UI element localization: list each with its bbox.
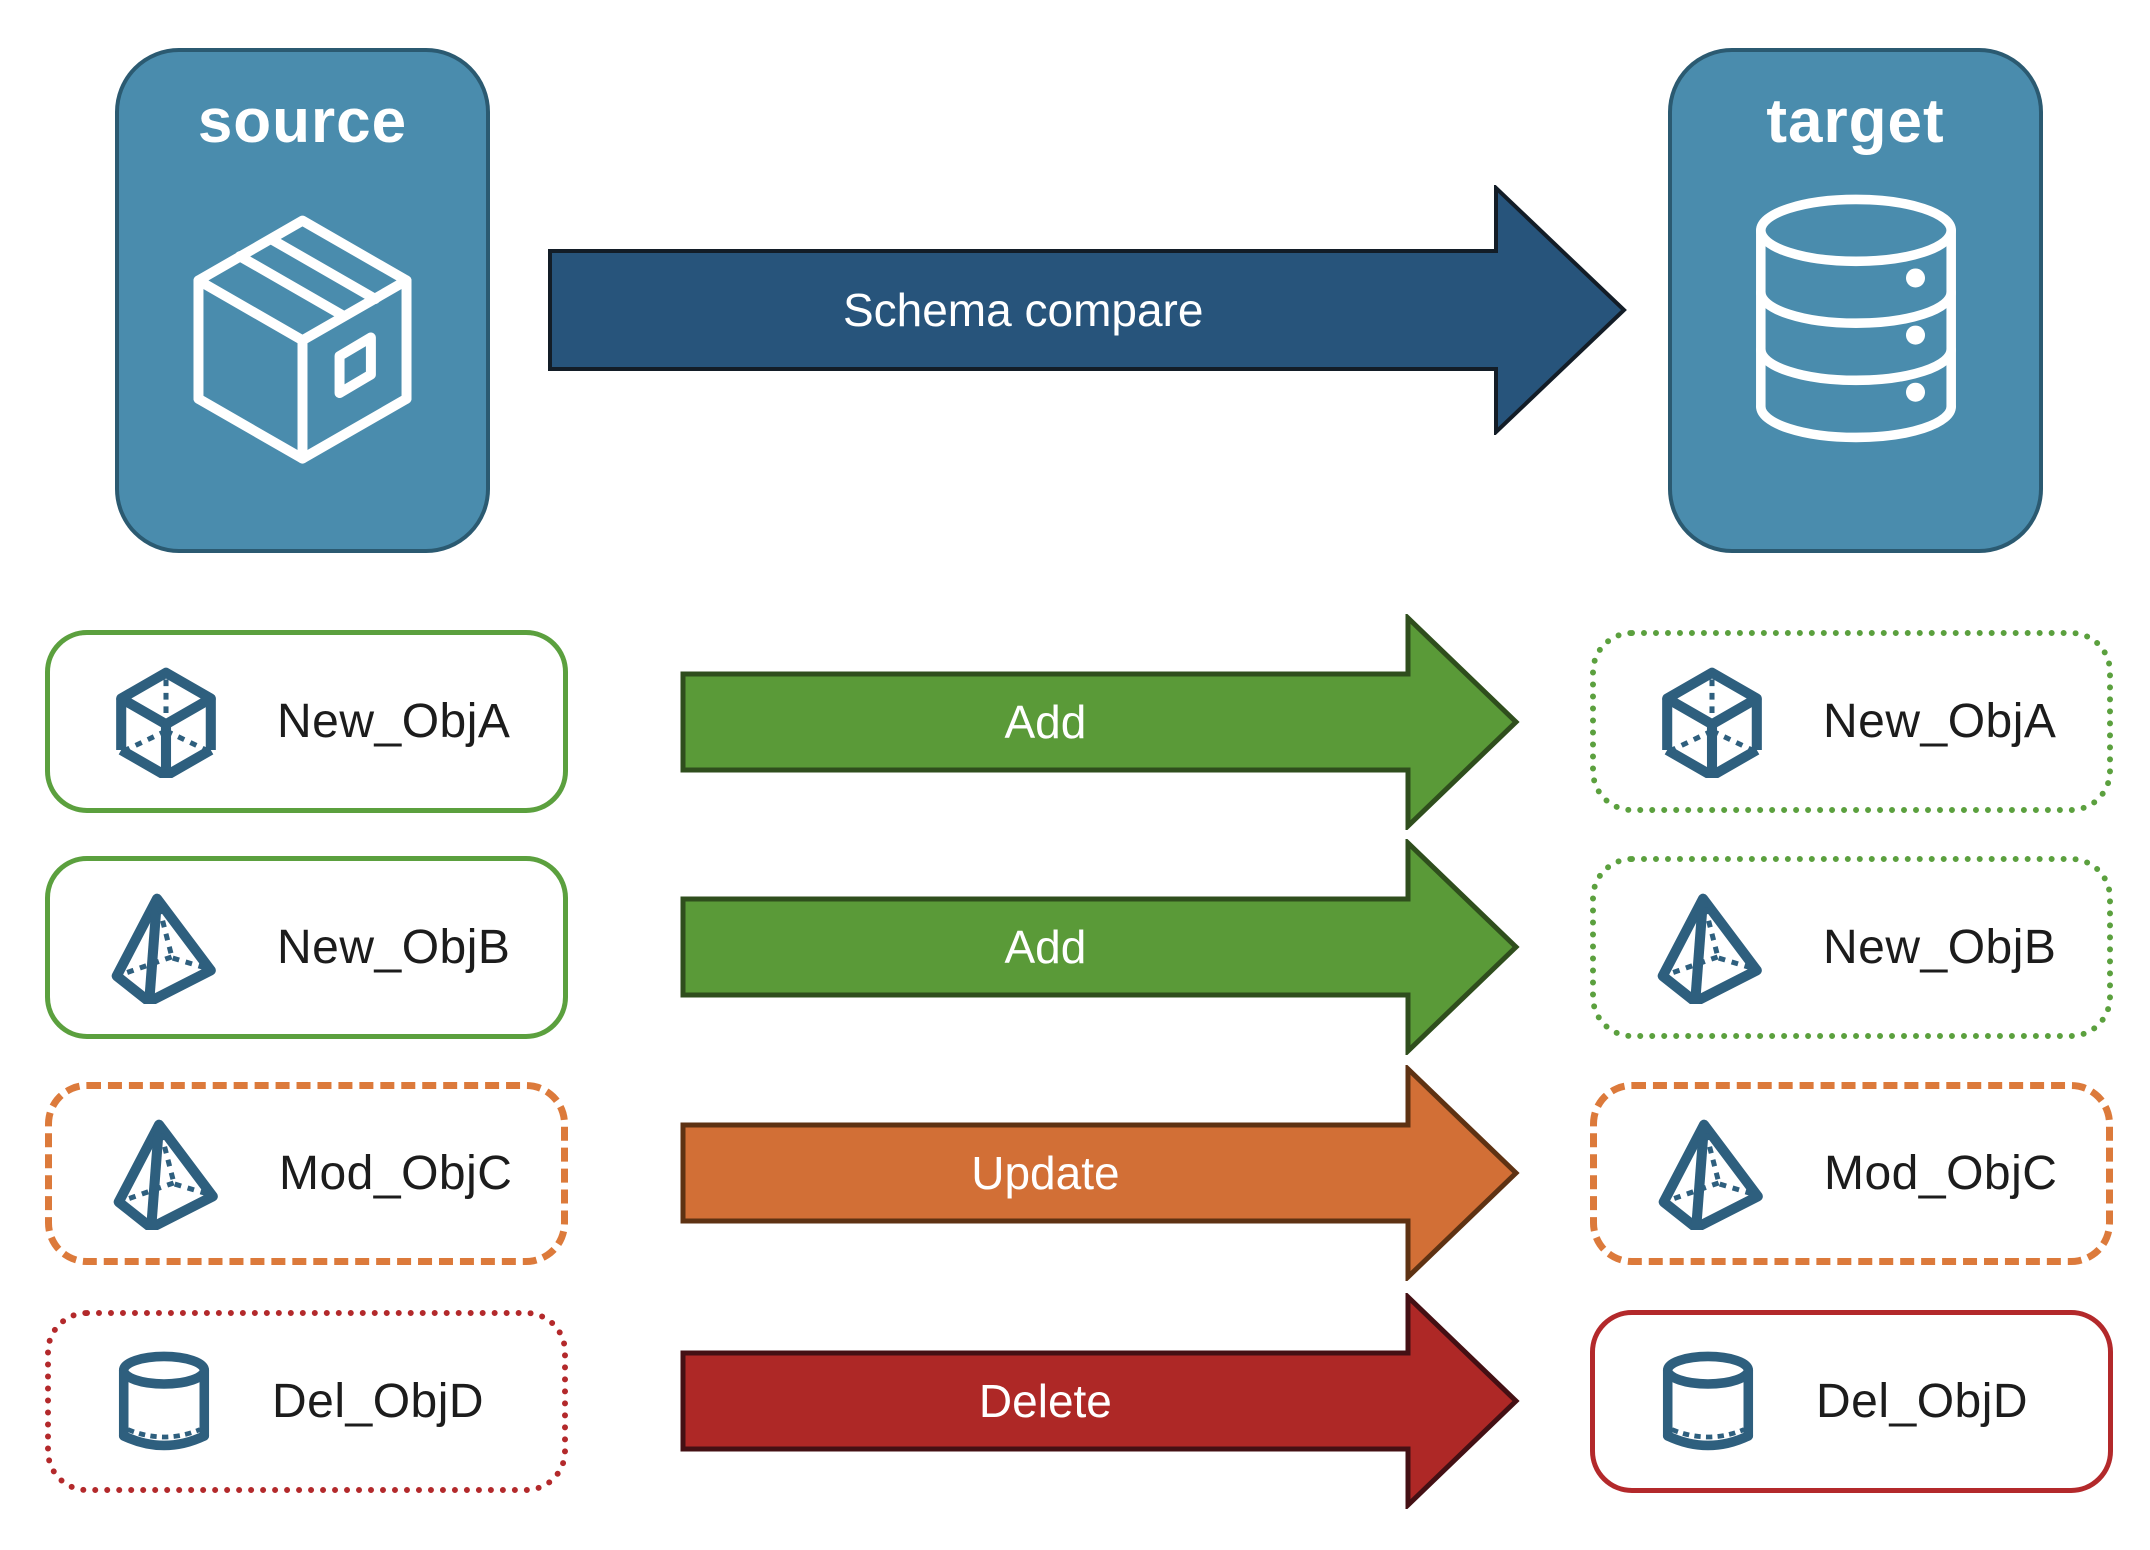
target-object-new-objb: New_ObjB xyxy=(1590,856,2113,1039)
target-node: target xyxy=(1668,48,2043,553)
target-object-new-obja: New_ObjA xyxy=(1590,630,2113,813)
object-name: New_ObjA xyxy=(1823,695,2057,748)
source-object-new-obja: New_ObjA xyxy=(45,630,568,813)
cylinder-icon xyxy=(118,1351,210,1450)
target-label: target xyxy=(1766,87,1945,156)
add-arrow-label: Add xyxy=(1004,921,1087,973)
object-name: Mod_ObjC xyxy=(1824,1147,2058,1200)
delete-arrow: Delete xyxy=(680,1293,1520,1509)
cube-icon xyxy=(1662,667,1762,778)
object-name: New_ObjB xyxy=(277,921,511,974)
object-name: Del_ObjD xyxy=(272,1375,485,1428)
delete-arrow-shape xyxy=(680,1293,1520,1509)
add-arrow-row2: Add xyxy=(680,839,1520,1055)
source-object-del-objd: Del_ObjD xyxy=(45,1310,568,1493)
target-object-mod-objc: Mod_ObjC xyxy=(1590,1082,2113,1265)
source-object-mod-objc: Mod_ObjC xyxy=(45,1082,568,1265)
target-object-del-objd: Del_ObjD xyxy=(1590,1310,2113,1493)
cube-icon xyxy=(116,667,216,778)
add-arrow-shape xyxy=(680,839,1520,1055)
add-arrow-label: Add xyxy=(1004,696,1087,748)
add-arrow-row1: Add xyxy=(680,614,1520,830)
delete-arrow-label: Delete xyxy=(978,1375,1112,1427)
schema-compare-arrow-shape xyxy=(548,185,1627,435)
source-node: source xyxy=(115,48,490,553)
update-arrow-label: Update xyxy=(971,1147,1120,1199)
cylinder-icon xyxy=(1662,1351,1754,1450)
object-name: Mod_ObjC xyxy=(279,1147,513,1200)
schema-compare-arrow-label: Schema compare xyxy=(842,284,1204,336)
package-box-icon xyxy=(193,215,412,464)
pyramid-icon xyxy=(113,1119,218,1230)
object-name: New_ObjB xyxy=(1823,921,2057,974)
database-icon xyxy=(1755,194,1956,443)
pyramid-icon xyxy=(1657,893,1762,1004)
object-name: New_ObjA xyxy=(277,695,511,748)
schema-compare-arrow: Schema compare xyxy=(548,185,1628,435)
pyramid-icon xyxy=(1658,1119,1763,1230)
add-arrow-shape xyxy=(680,614,1520,830)
update-arrow-shape xyxy=(680,1065,1520,1281)
source-label: source xyxy=(197,87,408,156)
pyramid-icon xyxy=(111,893,216,1004)
update-arrow: Update xyxy=(680,1065,1520,1281)
object-name: Del_ObjD xyxy=(1816,1375,2029,1428)
source-object-new-objb: New_ObjB xyxy=(45,856,568,1039)
